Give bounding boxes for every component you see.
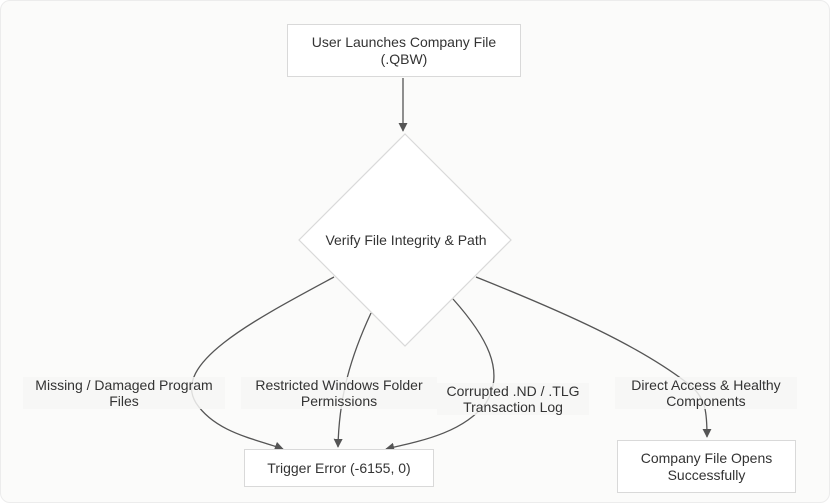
success-node: Company File Opens Successfully <box>617 440 796 493</box>
success-node-line1: Company File Opens <box>640 449 773 466</box>
start-node-line1: User Launches Company File <box>311 33 497 50</box>
decision-diamond <box>298 133 512 347</box>
edge-label-corrupted-log: Corrupted .ND / .TLG Transaction Log <box>437 383 589 415</box>
edge-label-direct-access-line1: Direct Access & Healthy <box>631 377 781 393</box>
edge-label-restricted-permissions-line1: Restricted Windows Folder <box>255 377 423 393</box>
edge-label-corrupted-log-line1: Corrupted .ND / .TLG <box>446 383 580 399</box>
decision-node-label: Verify File Integrity & Path <box>325 232 487 248</box>
edge-label-missing-files-line2: Files <box>109 393 139 409</box>
edge-label-restricted-permissions-line2: Permissions <box>300 393 378 409</box>
start-node-line2: (.QBW) <box>380 50 428 67</box>
start-node: User Launches Company File (.QBW) <box>287 24 521 77</box>
edge-label-direct-access: Direct Access & Healthy Components <box>615 377 797 409</box>
edge-missing-files <box>190 276 335 451</box>
edge-label-direct-access-line2: Components <box>666 393 746 409</box>
edge-label-missing-files-line1: Missing / Damaged Program <box>35 377 213 393</box>
success-node-line2: Successfully <box>667 466 746 483</box>
edge-label-restricted-permissions: Restricted Windows Folder Permissions <box>241 377 437 409</box>
edge-direct-access <box>475 276 712 438</box>
error-node: Trigger Error (-6155, 0) <box>244 449 434 487</box>
edge-label-corrupted-log-line2: Transaction Log <box>463 399 563 415</box>
edge-label-missing-files: Missing / Damaged Program Files <box>23 377 225 409</box>
